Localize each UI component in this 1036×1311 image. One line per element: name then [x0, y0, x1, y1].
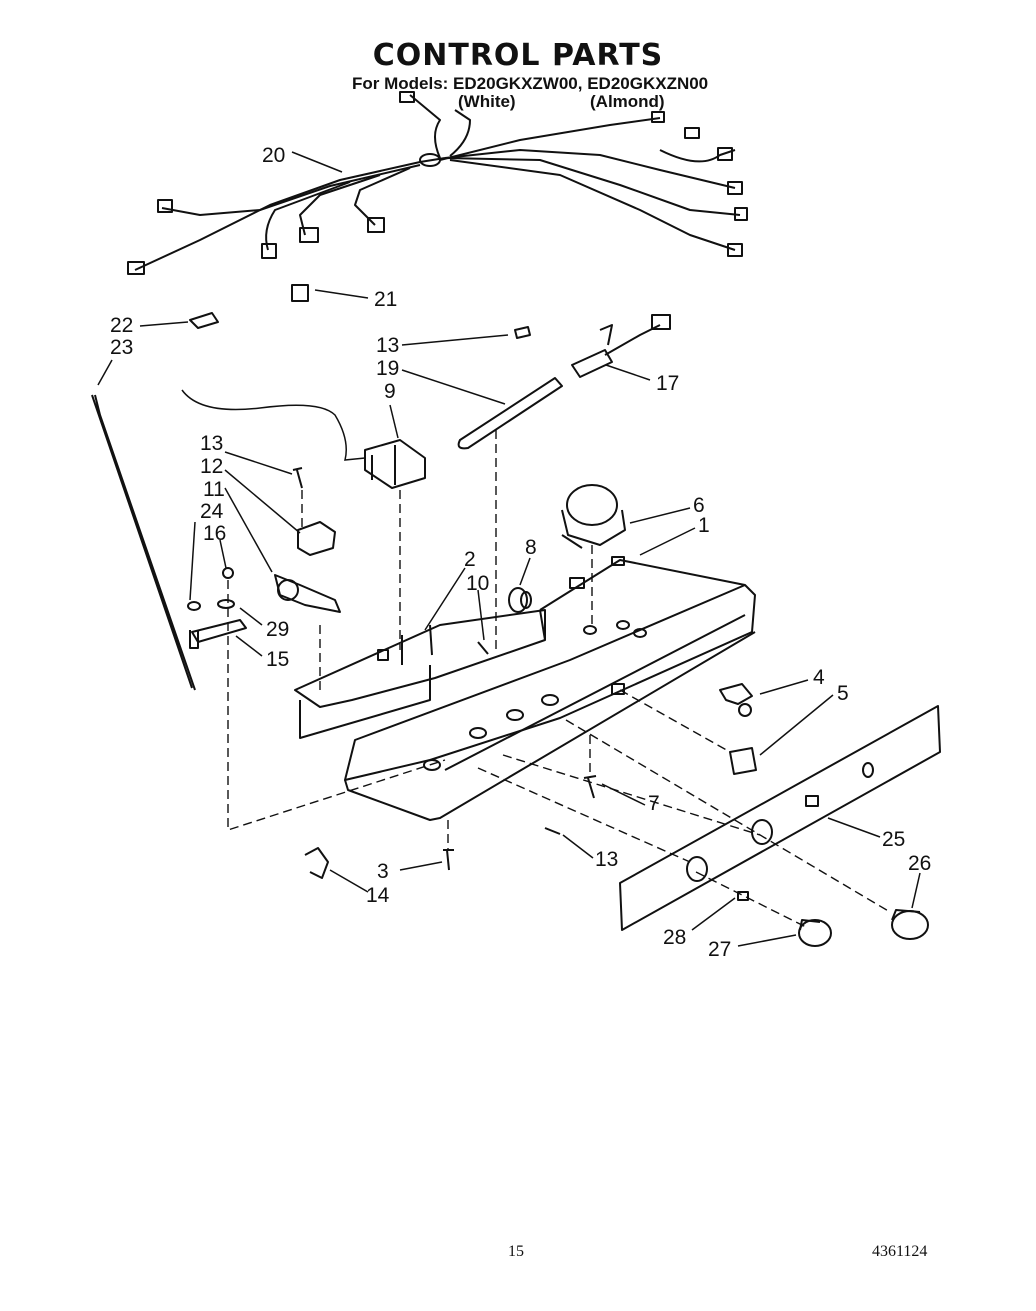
- callout-3: 3: [377, 860, 389, 883]
- callout-8: 8: [525, 536, 537, 559]
- callout-1: 1: [698, 514, 710, 537]
- callout-4: 4: [813, 666, 825, 689]
- callout-28: 28: [663, 926, 686, 949]
- callout-15: 15: [266, 648, 289, 671]
- callout-labels: 20 21 22 23 13 19 17 9 13 12 11 24 16 29…: [110, 144, 931, 961]
- callout-16: 16: [203, 522, 226, 545]
- variant-white: (White): [458, 92, 516, 111]
- document-number: 4361124: [872, 1243, 928, 1260]
- callout-25: 25: [882, 828, 905, 851]
- callout-17: 17: [656, 372, 679, 395]
- part-14-clip-drawing: [304, 847, 329, 879]
- knobs-drawing: [737, 891, 929, 947]
- bracket-cluster-drawing: [187, 467, 341, 649]
- part-6-thermostat-drawing: [561, 484, 626, 549]
- callout-21: 21: [374, 288, 397, 311]
- callout-22: 22: [110, 314, 133, 337]
- callout-13-left: 13: [200, 432, 223, 455]
- callout-12: 12: [200, 455, 223, 478]
- callout-leaders: [97, 151, 921, 947]
- page-number: 15: [508, 1243, 524, 1260]
- callout-11: 11: [203, 478, 225, 501]
- switches-drawing: [719, 683, 757, 775]
- part-25-panel-drawing: [619, 705, 941, 931]
- callout-13-bottom: 13: [595, 848, 618, 871]
- part-21-drawing: [291, 284, 309, 302]
- wiring-harness-drawing: [127, 91, 748, 275]
- sensor-assembly-drawing: [457, 314, 671, 450]
- part-1-housing-drawing: [344, 556, 756, 821]
- part-2-bracket-drawing: [294, 609, 546, 739]
- callout-7: 7: [648, 792, 660, 815]
- callout-14: 14: [366, 884, 390, 907]
- callout-9: 9: [384, 380, 396, 403]
- callout-10: 10: [466, 572, 489, 595]
- models-line: For Models: ED20GKXZW00, ED20GKXZN00: [352, 74, 709, 93]
- part-9-control-drawing: [181, 389, 426, 489]
- screws-drawing: [443, 641, 597, 871]
- callout-23: 23: [110, 336, 133, 359]
- assembly-guide-lines: [227, 430, 891, 928]
- callout-26: 26: [908, 852, 931, 875]
- callout-19: 19: [376, 357, 399, 380]
- callout-2: 2: [464, 548, 476, 571]
- callout-24: 24: [200, 500, 224, 523]
- part-23-rod-drawing: [91, 394, 196, 691]
- callout-13-top: 13: [376, 334, 399, 357]
- callout-27: 27: [708, 938, 731, 961]
- callout-5: 5: [837, 682, 849, 705]
- part-22-drawing: [189, 312, 219, 329]
- callout-20: 20: [262, 144, 285, 167]
- part-8-drawing: [508, 587, 532, 613]
- page-title: CONTROL PARTS: [372, 38, 664, 73]
- callout-29: 29: [266, 618, 289, 641]
- callout-6: 6: [693, 494, 705, 517]
- variant-almond: (Almond): [590, 92, 665, 111]
